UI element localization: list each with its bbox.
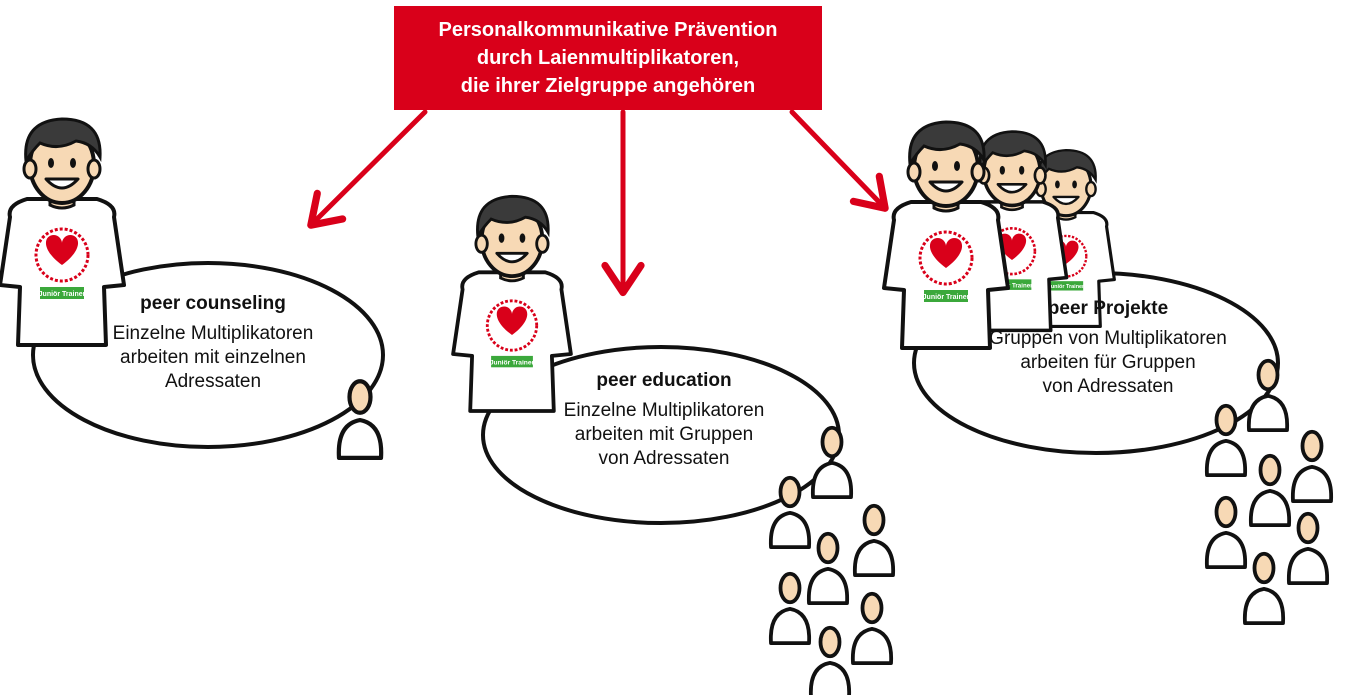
panel-2-label: peer education Einzelne Multiplikatoren …: [524, 369, 804, 471]
addressee-figure: [1246, 358, 1290, 433]
addressee-figure: [768, 571, 812, 646]
trainer-figure: Juniör Trainer: [451, 194, 573, 413]
shirt-badge-text: Juniör Trainer: [991, 282, 1033, 289]
panel-3-line-3: von Adressaten: [1042, 376, 1174, 397]
addressee-figure: [810, 425, 854, 500]
panel-3-line-1: Gruppen von Multiplikatoren: [989, 328, 1227, 349]
addressee-figure: [1242, 551, 1286, 626]
addressee-figure: [1248, 453, 1292, 528]
panel-1-ellipse: [31, 261, 385, 449]
panel-2-title: peer education: [596, 370, 732, 391]
addressee-figure: [808, 625, 852, 700]
panel-3-label: peer Projekte Gruppen von Multiplikatore…: [958, 297, 1258, 399]
shirt-badge: [992, 279, 1032, 290]
panel-1-line-3: Adressaten: [164, 371, 262, 392]
addressee-figure: [1290, 429, 1334, 504]
panel-1-line-1: Einzelne Multiplikatoren: [112, 323, 314, 344]
shirt-badge-text: Juniör Trainer: [39, 291, 86, 298]
panel-2-line-1: Einzelne Multiplikatoren: [563, 400, 765, 421]
shirt-badge-text: Juniör Trainer: [1048, 284, 1085, 290]
header-line-1: Personalkommunikative Prävention: [438, 19, 778, 41]
panel-1-title: peer counseling: [140, 293, 286, 314]
arrow-right: [789, 109, 889, 212]
trainer-figure: Juniör Trainer: [0, 117, 126, 347]
addressee-figure: [806, 531, 850, 606]
shirt-badge: [40, 287, 84, 299]
addressee-figure: [336, 379, 384, 460]
addressee-figure: [768, 475, 812, 550]
shirt-badge: [924, 290, 968, 302]
addressee-figure: [852, 503, 896, 578]
header-line-2: durch Laienmultiplikatoren,: [476, 47, 740, 69]
header-line-3: die ihrer Zielgruppe angehören: [460, 75, 756, 97]
addressee-figure: [1286, 511, 1330, 586]
trainer-figure: Juniör Trainer: [882, 120, 1010, 350]
addressee-figure: [1204, 495, 1248, 570]
arrow-left: [307, 109, 428, 229]
panel-1-label: peer counseling Einzelne Multiplikatoren…: [78, 292, 348, 394]
addressee-figure: [1204, 403, 1248, 478]
addressee-figure: [850, 591, 894, 666]
shirt-badge: [491, 355, 533, 368]
panel-3-line-2: arbeiten für Gruppen: [1020, 352, 1196, 373]
panel-2-line-2: arbeiten mit Gruppen: [574, 424, 754, 445]
shirt-badge-text: Juniör Trainer: [490, 359, 535, 366]
shirt-badge-text: Juniör Trainer: [923, 294, 970, 301]
panel-3-title: peer Projekte: [1047, 298, 1169, 319]
panel-2-line-3: von Adressaten: [598, 448, 730, 469]
header-box: Personalkommunikative Prävention durch L…: [394, 6, 822, 110]
shirt-badge: [1048, 281, 1084, 291]
panel-1-line-2: arbeiten mit einzelnen: [120, 347, 306, 368]
